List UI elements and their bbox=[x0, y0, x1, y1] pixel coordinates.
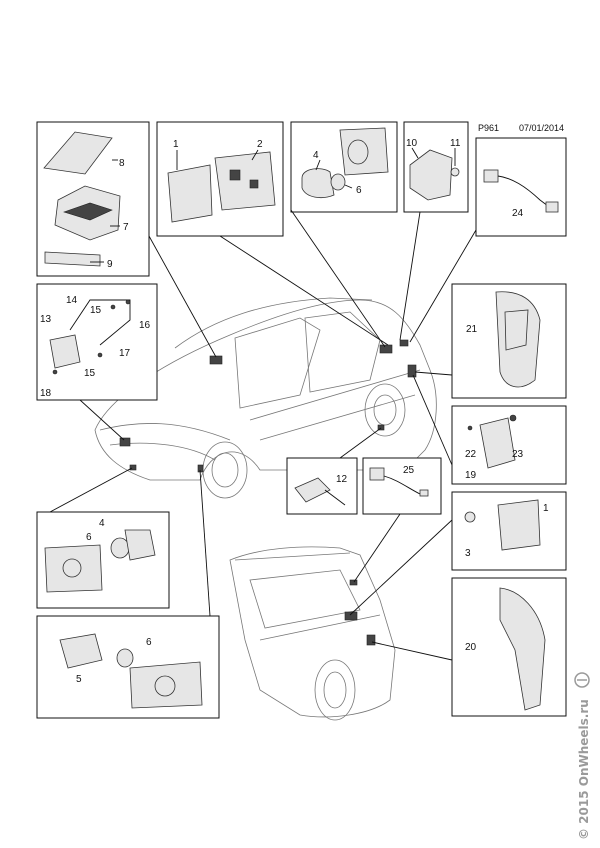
panel-wiring-harness: 24 bbox=[475, 137, 567, 237]
callout-4-front: 4 bbox=[99, 518, 105, 529]
callout-12: 12 bbox=[336, 474, 348, 485]
callout-18: 18 bbox=[40, 388, 52, 399]
panel-sensor-lead: 25 bbox=[362, 457, 442, 515]
panel-yaw-sensor: 10 11 bbox=[403, 121, 469, 213]
callout-11: 11 bbox=[450, 138, 461, 149]
callout-17: 17 bbox=[119, 348, 131, 359]
callout-5: 5 bbox=[76, 674, 82, 685]
panel-head-up-display: 8 7 9 bbox=[36, 121, 150, 277]
panel-parking-sensor: 4 6 bbox=[290, 121, 398, 213]
callout-20: 20 bbox=[465, 642, 477, 653]
callout-15-bottom: 15 bbox=[84, 368, 96, 379]
sedan-car-outline bbox=[94, 297, 437, 499]
panel-control-module: 1 2 bbox=[156, 121, 284, 237]
watermark: © 2015 OnWheels.ru bbox=[574, 672, 591, 840]
callout-10: 10 bbox=[406, 138, 418, 149]
panel-rear-sensor: 6 5 bbox=[36, 615, 220, 719]
callout-15-top: 15 bbox=[90, 305, 102, 316]
callout-9: 9 bbox=[107, 259, 113, 270]
callout-19: 19 bbox=[465, 470, 477, 481]
panel-blind-spot-module: 22 23 19 bbox=[451, 405, 567, 485]
callout-14: 14 bbox=[66, 295, 78, 306]
callout-6-top: 6 bbox=[356, 185, 362, 196]
diagram-ref: P961 bbox=[478, 123, 499, 133]
callout-6-rear: 6 bbox=[146, 637, 152, 648]
panel-rear-bracket: 20 bbox=[451, 577, 567, 717]
panel-side-cover: 21 bbox=[451, 283, 567, 399]
callout-23: 23 bbox=[512, 449, 524, 460]
callout-16: 16 bbox=[139, 320, 151, 331]
callout-22: 22 bbox=[465, 449, 477, 460]
panel-front-sensor: 4 6 bbox=[36, 511, 170, 609]
watermark-text: © 2015 OnWheels.ru bbox=[577, 699, 591, 840]
callout-4-top: 4 bbox=[313, 150, 319, 161]
callout-24: 24 bbox=[512, 208, 524, 219]
panel-control-unit-rear: 1 3 bbox=[451, 491, 567, 571]
wagon-car-outline bbox=[229, 546, 396, 721]
callout-3: 3 bbox=[465, 548, 471, 559]
callout-8: 8 bbox=[119, 158, 125, 169]
panel-radar-bracket: 14 13 15 16 17 15 18 bbox=[36, 283, 158, 401]
diagram-date: 07/01/2014 bbox=[519, 123, 564, 133]
callout-25: 25 bbox=[403, 465, 415, 476]
leader-lines bbox=[49, 209, 477, 661]
callout-2: 2 bbox=[257, 139, 263, 150]
callout-13: 13 bbox=[40, 314, 52, 325]
callout-6-front: 6 bbox=[86, 532, 92, 543]
callout-1-top: 1 bbox=[173, 139, 179, 150]
callout-7: 7 bbox=[123, 222, 129, 233]
panel-tyre-pressure-sensor: 12 bbox=[286, 457, 358, 515]
callout-1-rear: 1 bbox=[543, 503, 549, 514]
callout-21: 21 bbox=[466, 324, 478, 335]
